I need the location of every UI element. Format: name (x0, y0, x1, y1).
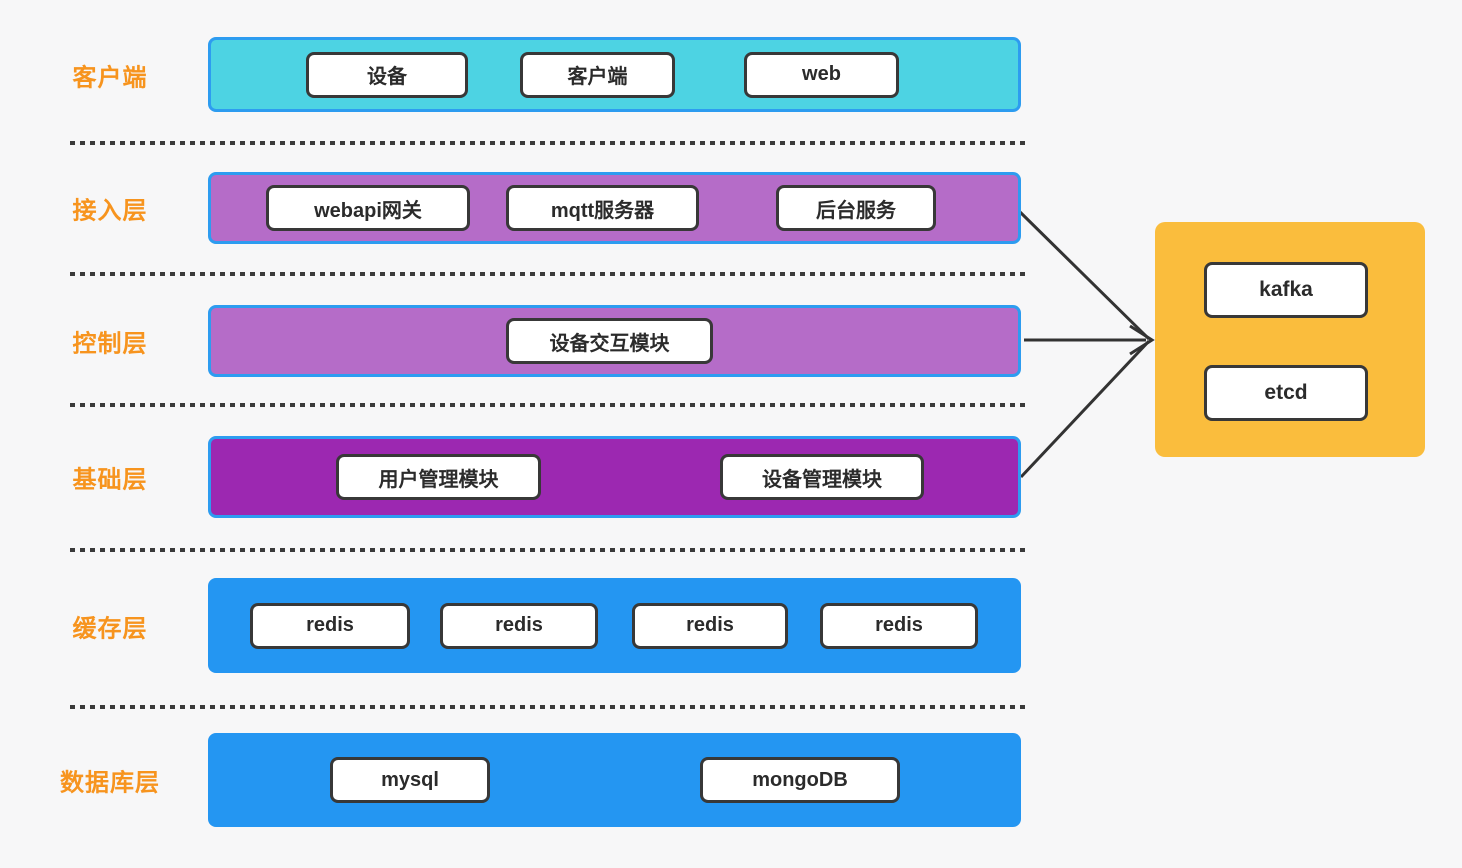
layer-bar-database: mysql mongoDB (208, 733, 1021, 827)
layer-separator-0 (70, 141, 1030, 145)
layer-bar-control: 设备交互模块 (208, 305, 1021, 377)
etcd-label: etcd (1264, 381, 1308, 404)
component-box-client-1: 客户端 (520, 51, 675, 98)
component-box-access-0: webapi网关 (266, 185, 470, 231)
component-box-cache-1: redis (440, 602, 598, 649)
layer-separator-3 (70, 548, 1030, 552)
layer-separator-1 (70, 272, 1030, 276)
layer-label-access: 接入层 (72, 197, 148, 225)
layer-label-client: 客户端 (72, 64, 148, 91)
component-box-cache-3: redis (820, 602, 978, 649)
component-box-client-0: 设备 (306, 51, 468, 98)
component-box-database-1: mongoDB (700, 757, 900, 803)
layer-label-cache: 缓存层 (72, 615, 148, 642)
arrowhead-icon (1129, 324, 1155, 356)
component-box-control-0: 设备交互模块 (506, 318, 713, 364)
layer-bar-access: webapi网关 mqtt服务器 后台服务 (208, 172, 1021, 244)
kafka-box: kafka (1204, 262, 1368, 318)
kafka-label: kafka (1259, 278, 1313, 301)
component-box-cache-0: redis (250, 602, 410, 649)
layer-bar-foundation: 用户管理模块 设备管理模块 (208, 436, 1021, 518)
layer-bar-cache: redis redis redis redis (208, 578, 1021, 673)
layer-label-control: 控制层 (72, 330, 148, 358)
layer-separator-4 (70, 705, 1030, 709)
component-box-foundation-1: 设备管理模块 (720, 454, 924, 500)
layer-bar-client: 设备 客户端 web (208, 37, 1021, 112)
layer-label-database: 数据库层 (60, 769, 160, 797)
component-box-cache-2: redis (632, 602, 788, 649)
component-box-client-2: web (744, 51, 899, 98)
etcd-box: etcd (1204, 365, 1368, 421)
layer-separator-2 (70, 403, 1030, 407)
component-box-foundation-0: 用户管理模块 (336, 454, 541, 500)
layer-label-foundation: 基础层 (72, 466, 148, 494)
component-box-access-1: mqtt服务器 (506, 185, 699, 231)
component-box-access-2: 后台服务 (776, 185, 936, 231)
component-box-database-0: mysql (330, 757, 490, 803)
kafka-etcd-group: kafka etcd (1155, 222, 1425, 457)
